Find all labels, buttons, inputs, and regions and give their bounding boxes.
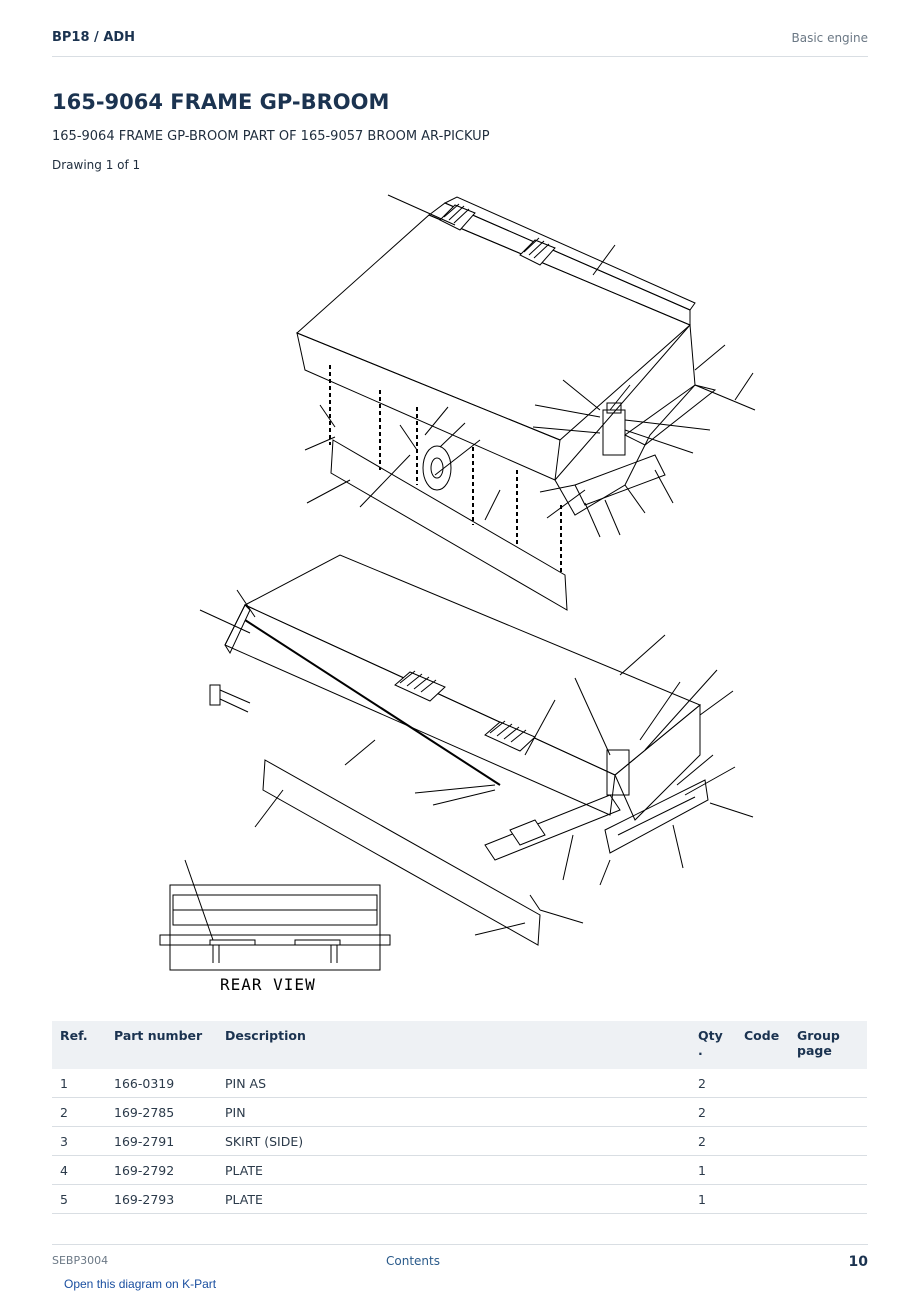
page-footer: SEBP3004 Contents 10 xyxy=(52,1244,868,1285)
ref-cell: 2 xyxy=(52,1097,106,1127)
part-number-cell: 166-0319 xyxy=(106,1069,217,1098)
col-qty: Qty . xyxy=(690,1021,736,1069)
ref-cell: 1 xyxy=(52,1069,106,1098)
contents-link[interactable]: Contents xyxy=(386,1254,440,1268)
group-page-cell xyxy=(789,1097,867,1127)
description-cell: PLATE xyxy=(217,1184,690,1214)
part-number-cell: 169-2793 xyxy=(106,1184,217,1214)
table-row: 4 169-2792 PLATE 1 xyxy=(52,1155,867,1185)
code-cell xyxy=(736,1097,789,1127)
table-row: 5 169-2793 PLATE 1 xyxy=(52,1184,867,1214)
code-cell xyxy=(736,1184,789,1214)
col-group-page: Group page xyxy=(789,1021,867,1069)
lower-assembly xyxy=(199,554,754,946)
part-number-cell: 169-2785 xyxy=(106,1097,217,1127)
description-cell: PIN xyxy=(217,1097,690,1127)
table-row: 3 169-2791 SKIRT (SIDE) 2 xyxy=(52,1126,867,1156)
code-cell xyxy=(736,1126,789,1156)
qty-cell: 1 xyxy=(690,1155,736,1185)
part-number-cell: 169-2791 xyxy=(106,1126,217,1156)
table-row: 1 166-0319 PIN AS 2 xyxy=(52,1069,867,1098)
document-id: SEBP3004 xyxy=(52,1254,109,1267)
ref-cell: 3 xyxy=(52,1126,106,1156)
code-cell xyxy=(736,1069,789,1098)
section-name: Basic engine xyxy=(791,31,868,45)
upper-assembly xyxy=(296,194,756,611)
qty-cell: 2 xyxy=(690,1126,736,1156)
col-code: Code xyxy=(736,1021,789,1069)
page-subtitle: 165-9064 FRAME GP-BROOM PART OF 165-9057… xyxy=(52,129,490,144)
ref-cell: 4 xyxy=(52,1155,106,1185)
group-page-cell xyxy=(789,1155,867,1185)
part-number-cell: 169-2792 xyxy=(106,1155,217,1185)
ref-cell: 5 xyxy=(52,1184,106,1214)
rear-view-label: REAR VIEW xyxy=(220,975,316,994)
drawing-count: Drawing 1 of 1 xyxy=(52,158,141,172)
rear-view-inset xyxy=(159,859,391,971)
group-page-cell xyxy=(789,1126,867,1156)
group-page-cell xyxy=(789,1069,867,1098)
qty-cell: 1 xyxy=(690,1184,736,1214)
col-part-number: Part number xyxy=(106,1021,217,1069)
parts-table: Ref. Part number Description Qty . Code … xyxy=(52,1021,867,1214)
open-kpart-link[interactable]: Open this diagram on K-Part xyxy=(64,1277,217,1291)
col-description: Description xyxy=(217,1021,690,1069)
breadcrumb: BP18 / ADH xyxy=(52,30,136,45)
group-page-cell xyxy=(789,1184,867,1214)
description-cell: PIN AS xyxy=(217,1069,690,1098)
code-cell xyxy=(736,1155,789,1185)
qty-cell: 2 xyxy=(690,1069,736,1098)
qty-cell: 2 xyxy=(690,1097,736,1127)
page-header: BP18 / ADH Basic engine xyxy=(52,28,868,57)
parts-diagram xyxy=(159,194,756,971)
table-row: 2 169-2785 PIN 2 xyxy=(52,1097,867,1127)
page-title: 165-9064 FRAME GP-BROOM xyxy=(52,90,390,114)
description-cell: SKIRT (SIDE) xyxy=(217,1126,690,1156)
page-number: 10 xyxy=(848,1254,868,1270)
table-header-row: Ref. Part number Description Qty . Code … xyxy=(52,1021,867,1069)
col-ref: Ref. xyxy=(52,1021,106,1069)
description-cell: PLATE xyxy=(217,1155,690,1185)
